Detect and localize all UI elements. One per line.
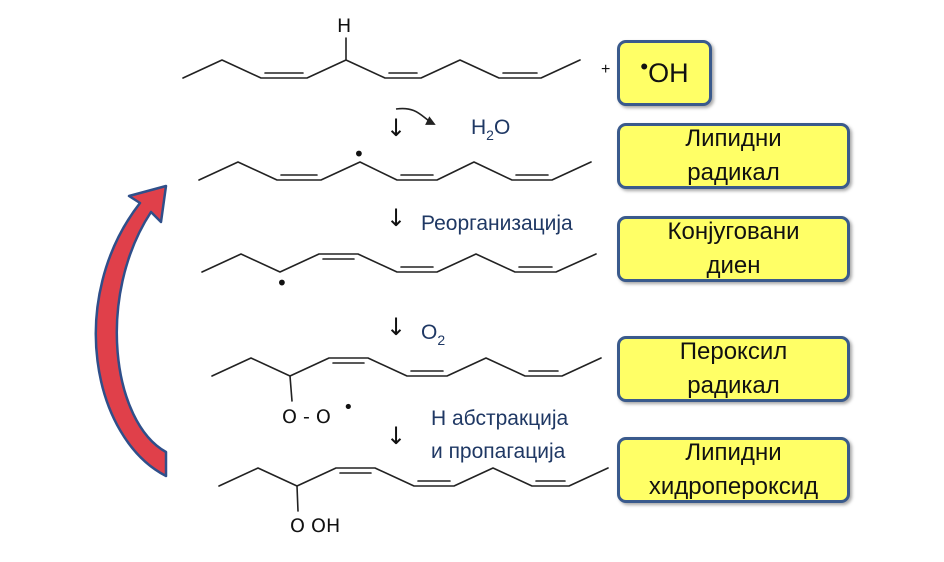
lipid-radical-box: Липидни радикал	[617, 123, 850, 189]
hydroxyl-radical-box: •OH	[617, 40, 712, 106]
step-label-abstraction: Н абстракција	[431, 407, 569, 430]
peroxyl-radical-chain	[211, 357, 602, 402]
conjugated-diene-box: Конјуговани диен	[617, 216, 850, 282]
reaction-arrow-1: ↓	[386, 114, 406, 142]
hydroperoxide-group: O OH	[290, 515, 340, 537]
hydroperoxide-chain	[218, 467, 609, 512]
step-label-propagation: и пропагација	[431, 440, 566, 463]
plus-sign: +	[601, 61, 610, 78]
step-label-oxygen: O2	[421, 321, 445, 348]
peroxyl-radical-box: Пероксил радикал	[617, 336, 850, 402]
curved-arrow-icon	[395, 107, 436, 125]
step-label-reorganization: Реорганизација	[421, 212, 573, 235]
reaction-arrow-4: ↓	[386, 422, 406, 450]
lipid-hydroperoxide-box: Липидни хидропероксид	[617, 437, 850, 503]
radical-dot-2: •	[276, 271, 288, 295]
hydrogen-atom: H	[337, 15, 351, 37]
radical-dot-3: •	[343, 397, 354, 418]
cycle-arrow-icon	[94, 184, 168, 478]
lipid-radical-chain	[198, 161, 592, 181]
conjugated-diene-chain	[201, 253, 597, 273]
step-label-water: H2O	[471, 116, 510, 143]
reaction-arrow-2: ↓	[386, 204, 406, 232]
peroxyl-group: O - O	[282, 406, 331, 428]
box-hydroxyl-label: OH	[648, 58, 689, 88]
reaction-arrow-3: ↓	[386, 313, 406, 341]
fatty-acid-chain	[182, 37, 581, 79]
radical-dot-1: •	[353, 142, 365, 166]
box-radical-dot: •	[640, 54, 649, 79]
